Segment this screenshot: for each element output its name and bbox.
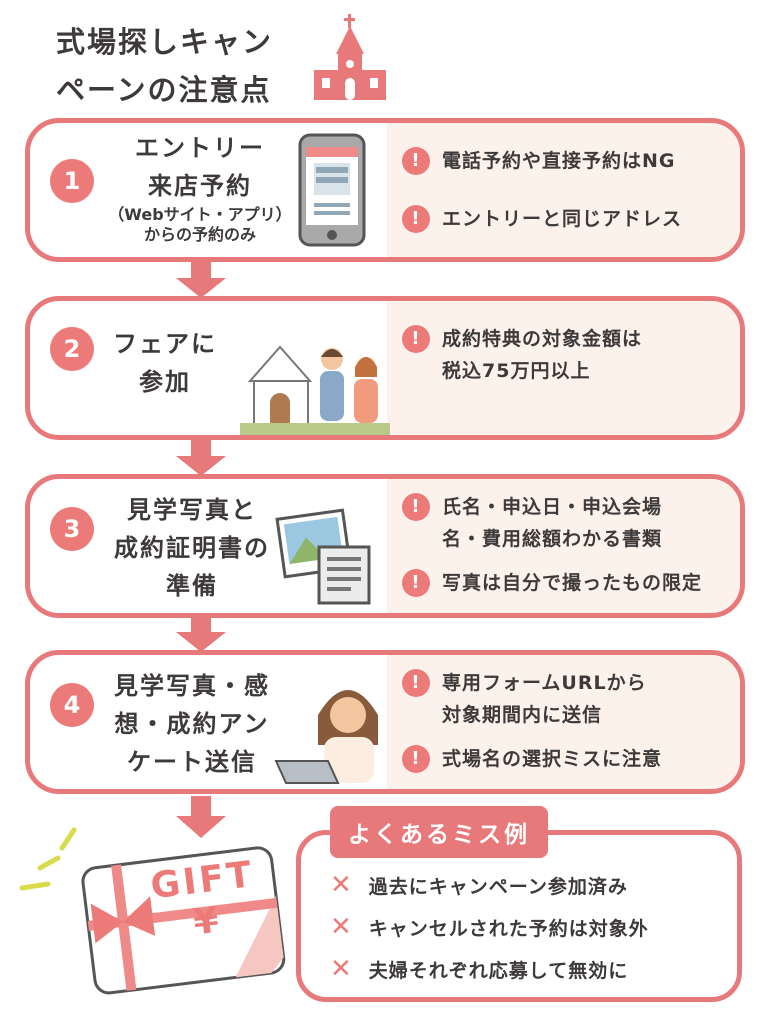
note: !式場名の選択ミスに注意 bbox=[402, 743, 662, 775]
woman-with-laptop-illustration bbox=[274, 690, 378, 784]
step-number: 3 bbox=[50, 507, 94, 551]
arrow-down-icon bbox=[176, 616, 226, 652]
alert-icon: ! bbox=[402, 569, 430, 597]
step-number: 2 bbox=[50, 327, 94, 371]
step-card-1: 1 エントリー来店予約 （Webサイト・アプリ）からの予約のみ !電話予約や直接… bbox=[25, 118, 745, 262]
step-title: 見学写真と成約証明書の準備 bbox=[114, 496, 270, 600]
note: !氏名・申込日・申込会場名・費用総額わかる書類 bbox=[402, 491, 662, 555]
note: !専用フォームURLから対象期間内に送信 bbox=[402, 667, 647, 731]
note: !成約特典の対象金額は税込75万円以上 bbox=[402, 323, 642, 387]
church-icon bbox=[314, 14, 386, 100]
note: !写真は自分で撮ったもの限定 bbox=[402, 567, 702, 599]
step-number: 4 bbox=[50, 683, 94, 727]
cross-icon: ✕ bbox=[330, 870, 353, 900]
arrow-down-icon bbox=[176, 440, 226, 476]
arrow-down-icon bbox=[176, 796, 226, 838]
mistake-item: ✕キャンセルされた予約は対象外 bbox=[330, 912, 649, 942]
step-card-3: 3 見学写真と成約証明書の準備 !氏名・申込日・申込会場名・費用総額わかる書類 … bbox=[25, 474, 745, 618]
gift-card-illustration bbox=[19, 827, 286, 995]
step-number: 1 bbox=[50, 159, 94, 203]
step-card-2: 2 フェアに参加 !成約特典の対象金額は税込75万円以上 bbox=[25, 296, 745, 440]
note: !エントリーと同じアドレス bbox=[402, 203, 682, 235]
alert-icon: ! bbox=[402, 493, 430, 521]
note: !電話予約や直接予約はNG bbox=[402, 145, 676, 177]
photo-and-document-icon bbox=[275, 508, 371, 605]
page-title: 式場探しキャンペーンの注意点 bbox=[56, 25, 274, 107]
cross-icon: ✕ bbox=[330, 954, 353, 984]
gift-label: GIFT¥ bbox=[148, 853, 257, 944]
alert-icon: ! bbox=[402, 745, 430, 773]
smartphone-icon bbox=[298, 133, 366, 247]
common-mistakes-title: よくあるミス例 bbox=[330, 806, 548, 858]
step-title: エントリー来店予約 （Webサイト・アプリ）からの予約のみ bbox=[108, 134, 292, 244]
couple-at-venue-illustration bbox=[240, 345, 390, 435]
step-card-4: 4 見学写真・感想・成約アンケート送信 !専用フォームURLから対象期間内に送信… bbox=[25, 650, 745, 794]
alert-icon: ! bbox=[402, 325, 430, 353]
cross-icon: ✕ bbox=[330, 912, 353, 942]
mistake-item: ✕過去にキャンペーン参加済み bbox=[330, 870, 628, 900]
alert-icon: ! bbox=[402, 205, 430, 233]
mistake-item: ✕夫婦それぞれ応募して無効に bbox=[330, 954, 629, 984]
step-title: フェアに参加 bbox=[113, 330, 217, 396]
step-title: 見学写真・感想・成約アンケート送信 bbox=[114, 672, 270, 776]
arrow-down-icon bbox=[176, 262, 226, 298]
alert-icon: ! bbox=[402, 669, 430, 697]
alert-icon: ! bbox=[402, 147, 430, 175]
